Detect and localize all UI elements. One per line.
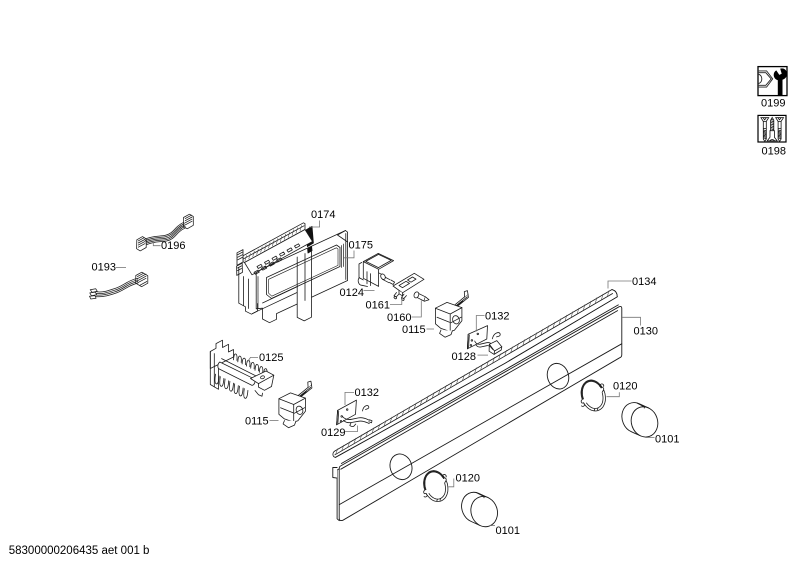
svg-text:0193: 0193 xyxy=(92,262,116,274)
svg-text:0125: 0125 xyxy=(259,352,283,364)
svg-text:0130: 0130 xyxy=(634,326,658,338)
svg-text:0101: 0101 xyxy=(496,525,520,537)
svg-text:0124: 0124 xyxy=(340,287,364,299)
svg-text:0161: 0161 xyxy=(366,300,390,312)
svg-text:0132: 0132 xyxy=(485,311,509,323)
svg-text:0174: 0174 xyxy=(311,209,335,221)
svg-text:0134: 0134 xyxy=(632,276,656,288)
svg-text:0132: 0132 xyxy=(355,387,379,399)
svg-text:0198: 0198 xyxy=(762,146,786,158)
svg-text:0115: 0115 xyxy=(245,416,269,428)
svg-text:0128: 0128 xyxy=(452,351,476,363)
svg-text:0129: 0129 xyxy=(321,427,345,439)
svg-text:0160: 0160 xyxy=(387,312,411,324)
svg-text:0115: 0115 xyxy=(402,324,426,336)
svg-text:0101: 0101 xyxy=(655,434,679,446)
svg-text:58300000206435 aet 001 b: 58300000206435 aet 001 b xyxy=(9,545,150,557)
svg-text:0120: 0120 xyxy=(613,381,637,393)
svg-text:0175: 0175 xyxy=(349,240,373,252)
svg-text:0199: 0199 xyxy=(761,97,785,109)
svg-text:0120: 0120 xyxy=(456,473,480,485)
svg-text:0196: 0196 xyxy=(161,240,185,252)
